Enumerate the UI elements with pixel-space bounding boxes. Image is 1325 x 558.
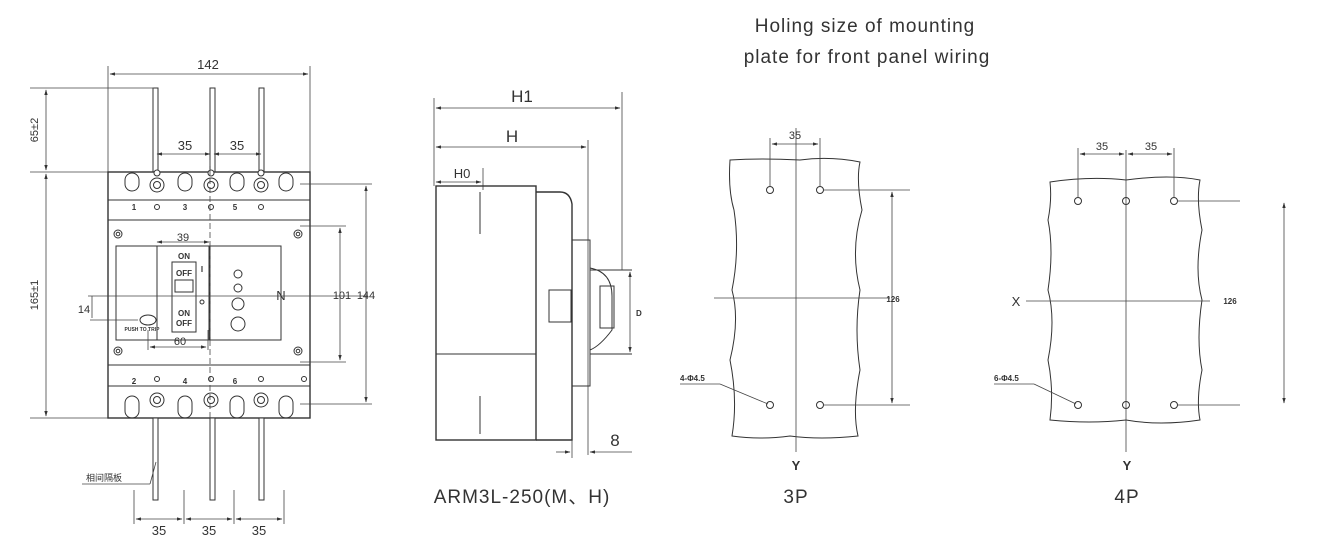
dim-handle-offset: 14 (78, 304, 90, 316)
dim-4p-pitch-1: 35 (1096, 141, 1108, 153)
side-view: H1 H H0 D 8 ARM3L-250(M、H) (433, 87, 642, 508)
dim-bottom-pitch-3: 35 (252, 523, 266, 538)
switch-off-bottom: OFF (176, 319, 192, 328)
dim-inner-height-101: 101 (333, 290, 351, 302)
terminal-label-6: 6 (233, 377, 238, 386)
terminal-label-1: 1 (132, 203, 137, 212)
dim-top-pitch-2: 35 (230, 138, 244, 153)
title-line-1: Holing size of mounting (755, 16, 976, 37)
dim-h0: H0 (454, 166, 471, 181)
dim-h: H (506, 127, 518, 146)
axis-y-3p: Y (792, 458, 801, 473)
switch-off-label: OFF (176, 269, 192, 278)
front-view: 142 35 35 65±2 165±1 (29, 57, 375, 538)
dim-width-142: 142 (197, 57, 219, 72)
phase-separator-label: 相间隔板 (86, 472, 122, 483)
hole-label-4p: 6-Φ4.5 (994, 374, 1019, 383)
terminal-row-top: 1 3 5 (124, 169, 294, 212)
dim-top-pitch-1: 35 (178, 138, 192, 153)
axis-y-4p: Y (1123, 458, 1132, 473)
dim-bottom-pitch-1: 35 (152, 523, 166, 538)
dim-top-extension: 65±2 (29, 118, 41, 142)
side-view-caption: ARM3L-250(M、H) (434, 487, 611, 508)
dim-3p-pitch: 35 (789, 130, 801, 142)
caption-3p: 3P (783, 487, 808, 508)
dim-inner-height-144: 144 (357, 290, 375, 302)
neutral-mark: N (276, 288, 285, 303)
terminal-label-5: 5 (233, 203, 238, 212)
terminal-label-4: 4 (183, 377, 188, 386)
dim-h1: H1 (511, 87, 533, 106)
dim-3p-height: 126 (886, 295, 900, 304)
terminal-row-bottom: 2 4 6 (124, 376, 307, 419)
switch-i-mark: I (201, 265, 203, 274)
terminal-label-2: 2 (132, 377, 137, 386)
push-to-trip-label: PUSH TO TRIP (125, 327, 161, 333)
dim-body-height: 165±1 (29, 280, 41, 311)
dim-handle-base: 60 (174, 336, 186, 348)
terminal-label-3: 3 (183, 203, 188, 212)
hole-label-3p: 4-Φ4.5 (680, 374, 705, 383)
dim-depth-8: 8 (610, 431, 619, 450)
switch-on-top: ON (178, 252, 190, 261)
dim-4p-height: 126 (1223, 297, 1237, 306)
axis-x-4p: X (1012, 294, 1021, 309)
dim-d: D (636, 309, 642, 318)
title-line-2: plate for front panel wiring (744, 47, 991, 68)
diagram-title: Holing size of mounting plate for front … (744, 16, 991, 68)
dim-bottom-pitch-2: 35 (202, 523, 216, 538)
plate-4p: 35 35 126 6-Φ4.5 X Y 4P (994, 141, 1286, 508)
plate-3p: 35 126 4-Φ4.5 Y 3P (680, 128, 910, 508)
switch-on-bottom: ON (178, 309, 190, 318)
dim-handle-width: 39 (177, 232, 189, 244)
dim-4p-pitch-2: 35 (1145, 141, 1157, 153)
caption-4p: 4P (1114, 487, 1139, 508)
